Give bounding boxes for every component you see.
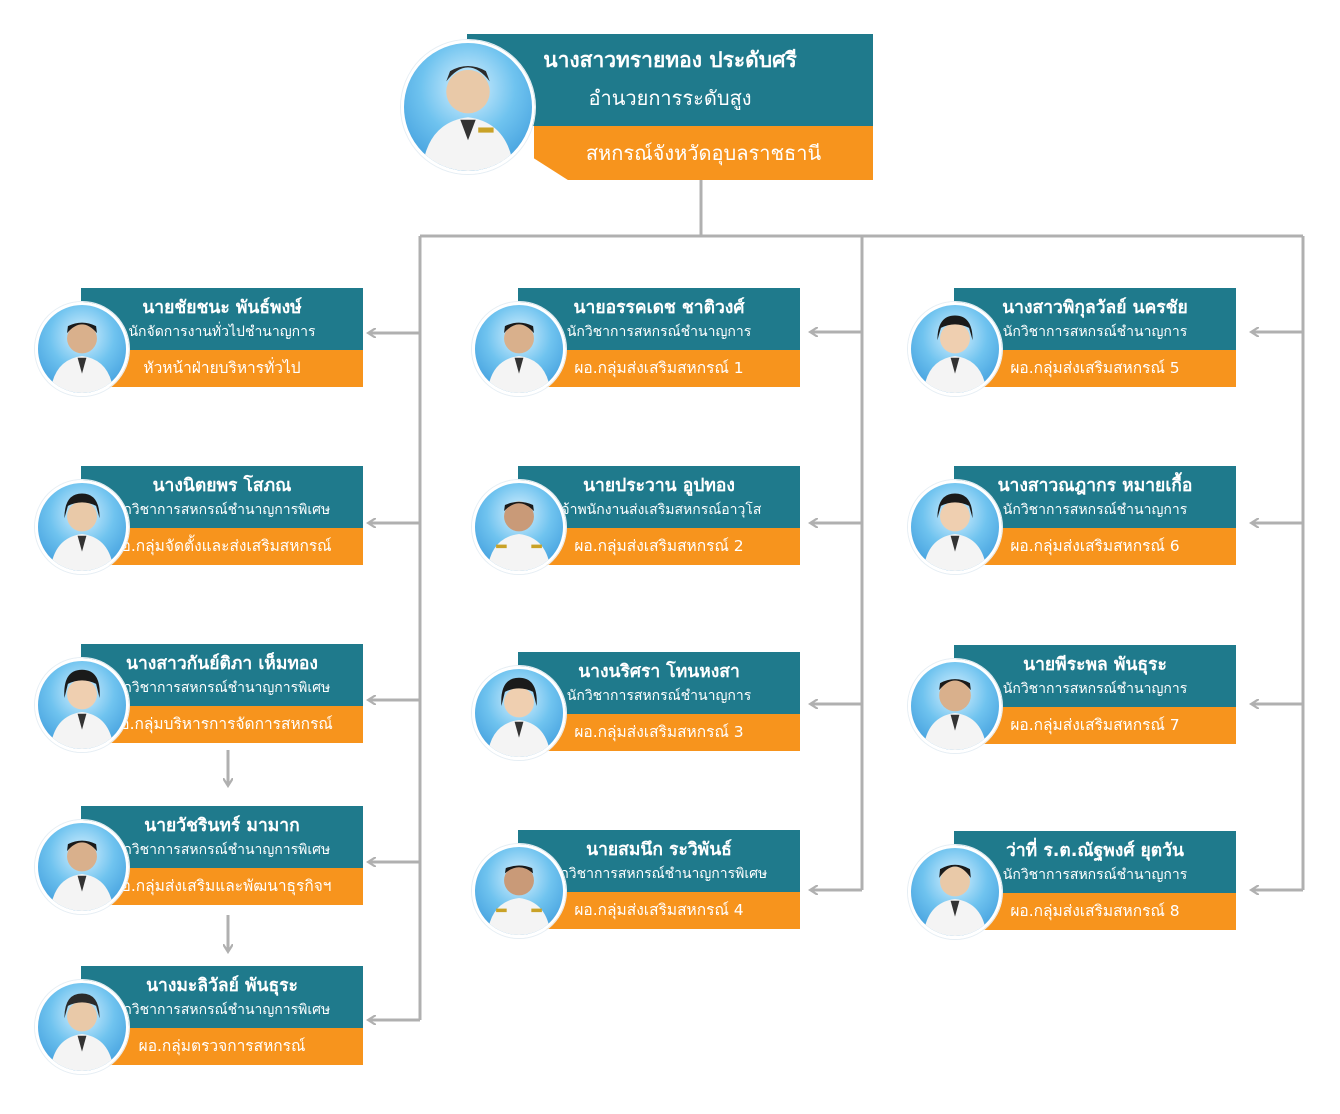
- member-name: นายประวาน อูปทอง: [583, 476, 735, 496]
- member-position: นักวิชาการสหกรณ์ชำนาญการ: [1002, 681, 1188, 697]
- member-card: นายชัยชนะ พันธ์พงษ์ นักจัดการงานทั่วไปชำ…: [35, 288, 365, 396]
- member-photo: [472, 844, 566, 938]
- member-card: นายพีระพล พันธุระ นักวิชาการสหกรณ์ชำนาญก…: [908, 645, 1238, 753]
- member-name: นางสาวกันย์ติภา เห็มทอง: [126, 654, 318, 674]
- member-photo: [35, 980, 129, 1074]
- member-card: นางนริศรา โทนหงสา นักวิชาการสหกรณ์ชำนาญก…: [472, 652, 802, 760]
- member-card: นางมะลิวัลย์ พันธุระ นักวิชาการสหกรณ์ชำน…: [35, 966, 365, 1074]
- member-name: นายสมนึก ระวิพันธ์: [586, 840, 732, 860]
- member-name: ว่าที่ ร.ต.ณัฐพงศ์ ยุตวัน: [1006, 841, 1184, 861]
- member-name: นางสาวณฎากร หมายเกื้อ: [997, 476, 1193, 496]
- member-position: นักวิชาการสหกรณ์ชำนาญการพิเศษ: [113, 842, 331, 858]
- member-position: นักวิชาการสหกรณ์ชำนาญการ: [1002, 324, 1188, 340]
- member-name: นางมะลิวัลย์ พันธุระ: [146, 976, 298, 996]
- member-photo: [908, 302, 1002, 396]
- director-position: อำนวยการระดับสูง: [588, 86, 752, 110]
- member-photo: [472, 480, 566, 574]
- member-card: นางสาวกันย์ติภา เห็มทอง นักวิชาการสหกรณ์…: [35, 644, 365, 752]
- member-card: นางสาวณฎากร หมายเกื้อ นักวิชาการสหกรณ์ชำ…: [908, 466, 1238, 574]
- member-role: ผอ.กลุ่มส่งเสริมสหกรณ์ 6: [954, 528, 1236, 565]
- member-photo: [35, 302, 129, 396]
- member-photo: [35, 820, 129, 914]
- member-position: นักวิชาการสหกรณ์ชำนาญการพิเศษ: [550, 866, 768, 882]
- member-position: นักวิชาการสหกรณ์ชำนาญการ: [566, 324, 752, 340]
- member-card: ว่าที่ ร.ต.ณัฐพงศ์ ยุตวัน นักวิชาการสหกร…: [908, 831, 1238, 939]
- member-photo: [472, 666, 566, 760]
- member-photo: [908, 845, 1002, 939]
- member-position: นักวิชาการสหกรณ์ชำนาญการพิเศษ: [113, 502, 331, 518]
- member-position: นักวิชาการสหกรณ์ชำนาญการพิเศษ: [113, 680, 331, 696]
- member-role: ผอ.กลุ่มส่งเสริมสหกรณ์ 8: [954, 893, 1236, 930]
- member-card: นายประวาน อูปทอง เจ้าพนักงานส่งเสริมสหกร…: [472, 466, 802, 574]
- member-position: นักวิชาการสหกรณ์ชำนาญการพิเศษ: [113, 1002, 331, 1018]
- director-photo: [401, 40, 535, 174]
- member-position: นักวิชาการสหกรณ์ชำนาญการ: [1002, 502, 1188, 518]
- member-role: ผอ.กลุ่มส่งเสริมสหกรณ์ 1: [518, 350, 800, 387]
- member-card: นายอรรคเดช ชาติวงศ์ นักวิชาการสหกรณ์ชำนา…: [472, 288, 802, 396]
- member-name: นายพีระพล พันธุระ: [1023, 655, 1167, 675]
- director-card: นางสาวทรายทอง ประดับศรี อำนวยการระดับสูง…: [401, 34, 881, 184]
- member-photo: [472, 302, 566, 396]
- member-name: นางสาวพิกุลวัลย์ นครชัย: [1002, 298, 1188, 318]
- member-name: นายวัชรินทร์ มามาก: [144, 816, 300, 836]
- member-name: นางนริศรา โทนหงสา: [578, 662, 740, 682]
- member-card: นางนิตยพร โสภณ นักวิชาการสหกรณ์ชำนาญการพ…: [35, 466, 365, 574]
- member-photo: [908, 480, 1002, 574]
- member-name: นายชัยชนะ พันธ์พงษ์: [142, 298, 302, 318]
- member-position: นักจัดการงานทั่วไปชำนาญการ: [128, 324, 316, 340]
- member-name: นายอรรคเดช ชาติวงศ์: [573, 298, 745, 318]
- member-photo: [35, 658, 129, 752]
- member-photo: [35, 480, 129, 574]
- member-position: เจ้าพนักงานส่งเสริมสหกรณ์อาวุโส: [556, 502, 762, 518]
- member-position: นักวิชาการสหกรณ์ชำนาญการ: [1002, 867, 1188, 883]
- member-card: นายสมนึก ระวิพันธ์ นักวิชาการสหกรณ์ชำนาญ…: [472, 830, 802, 938]
- director-name: นางสาวทรายทอง ประดับศรี: [543, 48, 797, 72]
- member-position: นักวิชาการสหกรณ์ชำนาญการ: [566, 688, 752, 704]
- member-name: นางนิตยพร โสภณ: [152, 476, 292, 496]
- director-header: นางสาวทรายทอง ประดับศรี อำนวยการระดับสูง: [467, 34, 873, 126]
- member-card: นายวัชรินทร์ มามาก นักวิชาการสหกรณ์ชำนาญ…: [35, 806, 365, 914]
- member-card: นางสาวพิกุลวัลย์ นครชัย นักวิชาการสหกรณ์…: [908, 288, 1238, 396]
- member-photo: [908, 659, 1002, 753]
- director-unit: สหกรณ์จังหวัดอุบลราชธานี: [534, 126, 873, 180]
